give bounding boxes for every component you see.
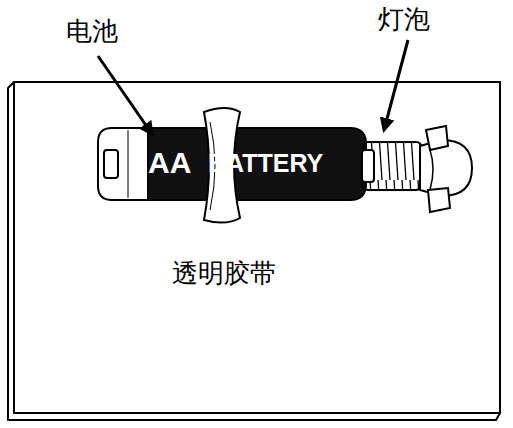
part-label: 透明胶带 bbox=[172, 260, 276, 286]
battery-print: BATTERY bbox=[208, 151, 323, 176]
part-label: 电池 bbox=[66, 18, 118, 44]
card-edge bbox=[8, 82, 500, 420]
bulb-base bbox=[362, 142, 422, 190]
part-label: 灯泡 bbox=[378, 6, 430, 32]
battery-print: AA bbox=[148, 148, 191, 178]
leader-arrow bbox=[98, 56, 152, 134]
tape-bulb bbox=[426, 126, 448, 150]
battery-nub bbox=[104, 150, 118, 178]
battery-body bbox=[148, 128, 366, 200]
leader-arrow bbox=[384, 40, 408, 130]
battery-end bbox=[98, 128, 150, 200]
card bbox=[14, 82, 500, 413]
tape-bulb bbox=[428, 188, 450, 212]
